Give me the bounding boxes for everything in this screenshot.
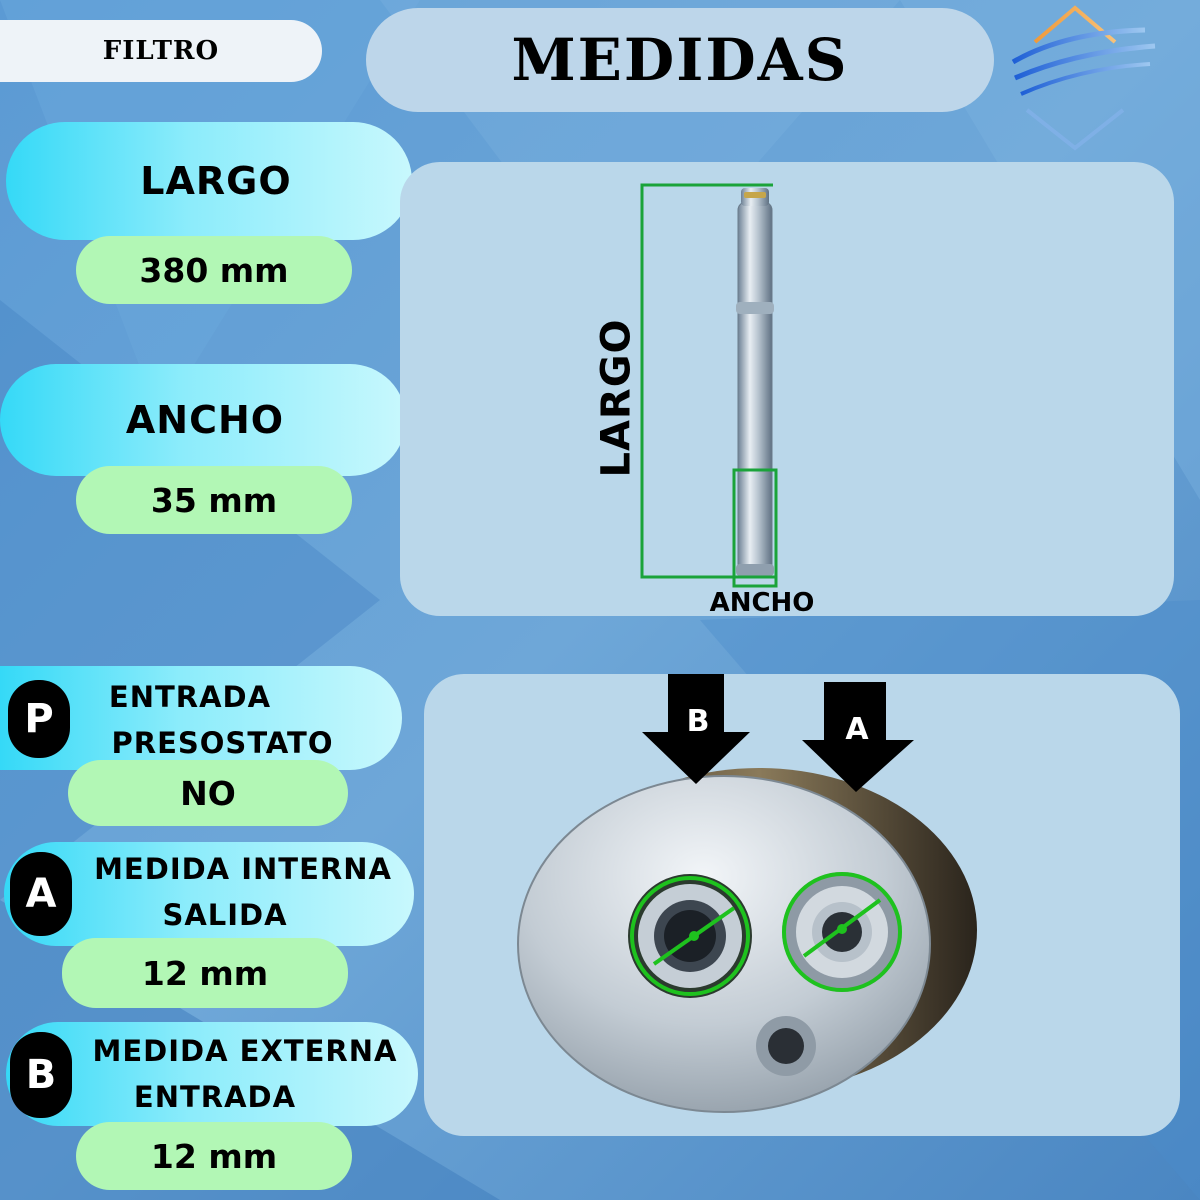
largo-value: 380 mm bbox=[139, 250, 289, 290]
category-label-pill: FILTRO bbox=[0, 20, 322, 82]
medida-externa-label-pill bbox=[6, 1022, 418, 1126]
ancho-label-pill: ANCHO bbox=[0, 364, 406, 476]
presostato-badge: P bbox=[8, 680, 70, 758]
medida-externa-label-line2: ENTRADA bbox=[133, 1080, 297, 1114]
largo-label-pill: LARGO bbox=[6, 122, 412, 240]
medida-interna-label-pill bbox=[4, 842, 414, 946]
largo-dimension-label: LARGO bbox=[594, 318, 640, 478]
medida-externa-badge: B bbox=[10, 1032, 72, 1118]
medida-externa-label-line1: MEDIDA EXTERNA bbox=[92, 1034, 398, 1068]
presostato-label-line2: PRESOSTATO bbox=[111, 726, 334, 760]
filter-end-illustration bbox=[517, 674, 977, 1113]
largo-label: LARGO bbox=[140, 159, 292, 203]
medida-interna-value: 12 mm bbox=[141, 953, 269, 993]
medida-interna-badge: A bbox=[10, 852, 72, 936]
largo-value-pill: 380 mm bbox=[76, 236, 352, 304]
category-label: FILTRO bbox=[102, 36, 220, 66]
presostato-label-line1: ENTRADA bbox=[108, 680, 272, 714]
arrow-b-letter: B bbox=[686, 704, 710, 739]
ancho-label: ANCHO bbox=[125, 398, 285, 442]
wave-diamond-logo-icon bbox=[1011, 5, 1156, 151]
ancho-value-pill: 35 mm bbox=[76, 466, 352, 534]
medida-interna-label-line1: MEDIDA INTERNA bbox=[94, 852, 392, 886]
medida-interna-value-pill: 12 mm bbox=[62, 938, 348, 1008]
title-pill: MEDIDAS bbox=[366, 8, 994, 112]
ancho-dimension-label: ANCHO bbox=[709, 588, 815, 618]
filter-tube-illustration bbox=[640, 183, 778, 588]
medida-externa-value-pill: 12 mm bbox=[76, 1122, 352, 1190]
length-diagram-panel bbox=[400, 162, 1174, 616]
page-title: MEDIDAS bbox=[511, 26, 849, 94]
presostato-value-pill: NO bbox=[68, 760, 348, 826]
ancho-value: 35 mm bbox=[150, 480, 278, 520]
arrow-a-letter: A bbox=[845, 712, 869, 747]
presostato-value: NO bbox=[180, 773, 236, 813]
medida-externa-value: 12 mm bbox=[150, 1136, 278, 1176]
medida-interna-label-line2: SALIDA bbox=[162, 898, 288, 932]
